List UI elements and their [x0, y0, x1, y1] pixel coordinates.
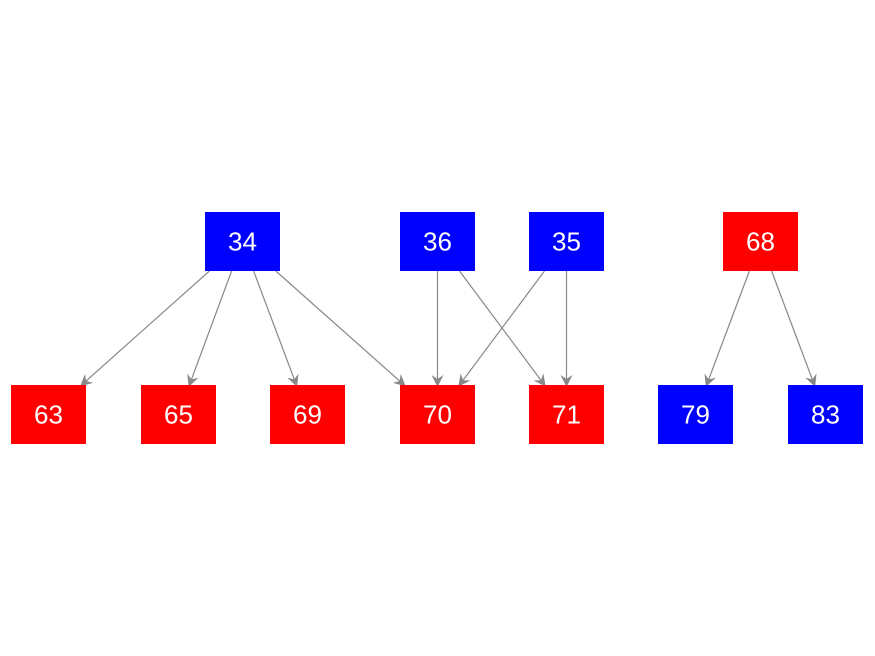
edge-35-to-70 [458, 270, 545, 387]
node-35: 35 [529, 212, 604, 271]
node-box-35 [529, 212, 604, 271]
node-box-68 [723, 212, 798, 271]
node-label-63: 63 [34, 400, 63, 430]
node-label-34: 34 [228, 227, 257, 257]
node-label-65: 65 [164, 400, 193, 430]
node-box-71 [529, 385, 604, 444]
edges [80, 270, 817, 387]
node-box-36 [400, 212, 475, 271]
edge-34-to-63 [80, 270, 210, 387]
node-83: 83 [788, 385, 863, 444]
node-box-34 [205, 212, 280, 271]
node-36: 36 [400, 212, 475, 271]
node-34: 34 [205, 212, 280, 271]
node-label-36: 36 [423, 227, 452, 257]
node-label-68: 68 [746, 227, 775, 257]
edge-34-to-69 [253, 270, 299, 387]
node-68: 68 [723, 212, 798, 271]
node-box-65 [141, 385, 216, 444]
node-63: 63 [11, 385, 86, 444]
node-label-79: 79 [681, 400, 710, 430]
edge-34-to-65 [187, 270, 233, 387]
nodes: 34 36 35 68 63 65 69 70 71 79 83 [11, 212, 863, 444]
node-box-83 [788, 385, 863, 444]
node-box-70 [400, 385, 475, 444]
node-79: 79 [658, 385, 733, 444]
node-70: 70 [400, 385, 475, 444]
node-label-83: 83 [811, 400, 840, 430]
edge-68-to-79 [704, 270, 750, 387]
node-69: 69 [270, 385, 345, 444]
edge-68-to-83 [771, 270, 817, 387]
edge-34-to-70 [275, 270, 406, 387]
node-label-71: 71 [552, 400, 581, 430]
node-label-69: 69 [293, 400, 322, 430]
node-label-35: 35 [552, 227, 581, 257]
node-65: 65 [141, 385, 216, 444]
node-box-69 [270, 385, 345, 444]
node-label-70: 70 [423, 400, 452, 430]
node-71: 71 [529, 385, 604, 444]
node-box-79 [658, 385, 733, 444]
node-box-63 [11, 385, 86, 444]
